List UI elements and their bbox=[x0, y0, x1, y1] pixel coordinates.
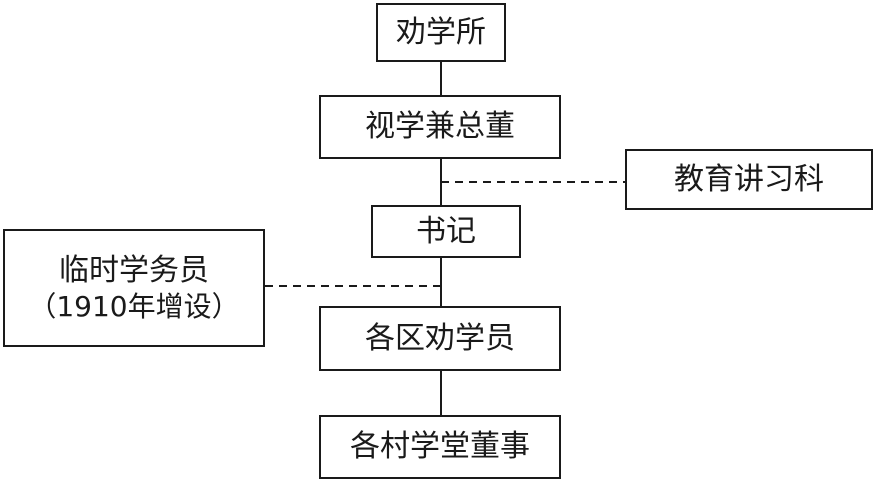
node-quanxuesuo: 劝学所 bbox=[376, 3, 506, 62]
node-shuji: 书记 bbox=[371, 205, 521, 258]
node-quanxuesuo-label: 劝学所 bbox=[396, 14, 486, 50]
node-linshi-line2: （1910年增设） bbox=[28, 290, 240, 324]
node-linshi-line1: 临时学务员 bbox=[59, 252, 209, 288]
node-gecun: 各村学堂董事 bbox=[319, 415, 561, 479]
node-gequ: 各区劝学员 bbox=[319, 306, 561, 371]
node-shixue: 视学兼总董 bbox=[319, 95, 561, 159]
node-shuji-label: 书记 bbox=[416, 213, 476, 249]
node-jiaoyu-label: 教育讲习科 bbox=[674, 161, 824, 197]
node-jiaoyu: 教育讲习科 bbox=[625, 149, 873, 210]
node-linshi: 临时学务员 （1910年增设） bbox=[3, 229, 265, 347]
node-gecun-label: 各村学堂董事 bbox=[350, 429, 530, 465]
node-shixue-label: 视学兼总董 bbox=[365, 109, 515, 145]
node-gequ-label: 各区劝学员 bbox=[365, 320, 515, 356]
